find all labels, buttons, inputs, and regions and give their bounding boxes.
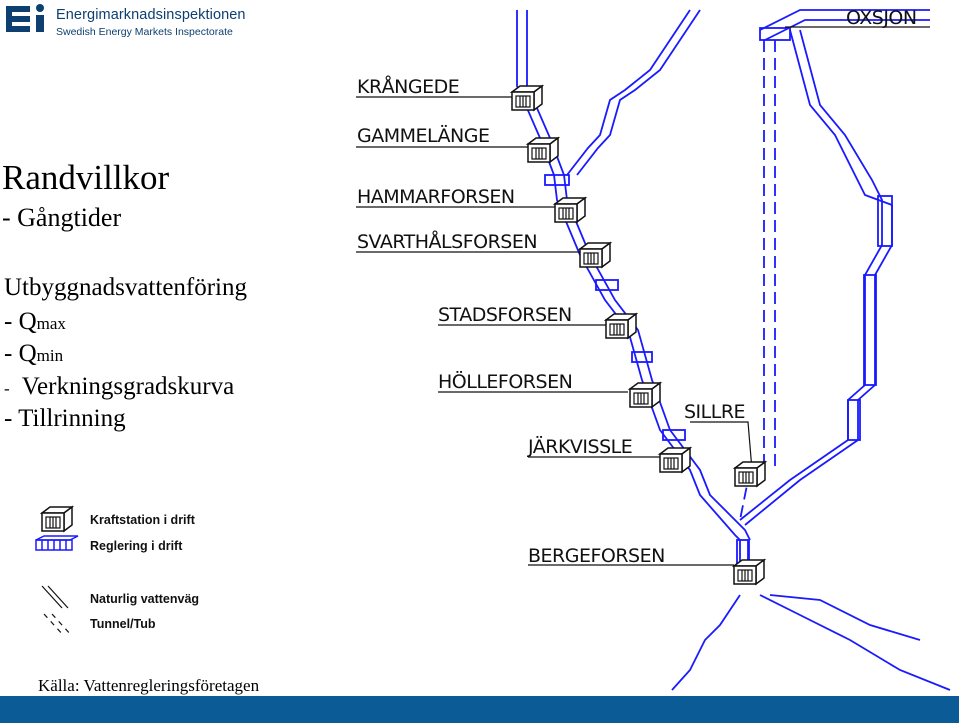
station-bergeforsen-icon: [733, 559, 765, 585]
label-stadsforsen: STADSFORSEN: [438, 304, 572, 326]
station-hammarforsen-icon: [554, 197, 586, 223]
label-krangede: KRÅNGEDE: [357, 75, 459, 98]
label-jarkvissle: JÄRKVISSLE: [527, 435, 632, 458]
footer-bar: [0, 696, 959, 723]
label-oxsjon: OXSJON: [846, 7, 917, 29]
conditions-head: Utbyggnadsvattenföring: [4, 274, 248, 301]
station-krangede-icon: [511, 85, 543, 111]
legend-power-station: Kraftstation i drift: [90, 513, 196, 527]
legend-tunnel: Tunnel/Tub: [90, 617, 156, 631]
station-sillre-icon: [734, 461, 766, 487]
logo-name: Energimarknadsinspektionen: [56, 7, 246, 23]
label-holleforsen: HÖLLEFORSEN: [438, 370, 572, 393]
legend: Kraftstation i drift Reglering i drift N…: [35, 506, 199, 637]
label-bergeforsen: BERGEFORSEN: [528, 545, 665, 567]
qmax-item: - Qmax: [4, 308, 66, 335]
source-note: Källa: Vattenregleringsföretagen: [38, 676, 260, 695]
label-svarthalsforsen: SVARTHÅLSFORSEN: [357, 230, 537, 253]
agency-logo: Energimarknadsinspektionen Swedish Energ…: [4, 2, 254, 42]
ei-logo-icon: [6, 4, 44, 32]
logo-subtitle: Swedish Energy Markets Inspectorate: [56, 26, 233, 38]
station-gammelange-icon: [527, 137, 559, 163]
qmin-item: - Qmin: [4, 340, 64, 367]
label-hammarforsen: HAMMARFORSEN: [357, 186, 515, 208]
legend-regulation: Reglering i drift: [90, 539, 183, 553]
legend-natural-waterway: Naturlig vattenväg: [90, 592, 199, 606]
legend-regulation-icon: [35, 535, 79, 551]
station-holleforsen-icon: [629, 382, 661, 408]
inflow-item: - Tillrinning: [4, 405, 126, 432]
legend-tunnel-icon: [43, 613, 73, 637]
label-gammelange: GAMMELÄNGE: [357, 124, 489, 147]
legend-station-icon: [41, 506, 73, 532]
slide-title: Randvillkor: [2, 158, 170, 197]
efficiency-item: - Verkningsgradskurva: [4, 373, 235, 400]
station-svarthalsforsen-icon: [579, 242, 611, 268]
slide-subtitle: - Gångtider: [2, 203, 122, 232]
station-jarkvissle-icon: [659, 447, 691, 473]
label-sillre: SILLRE: [684, 401, 745, 423]
legend-natural-waterway-icon: [41, 585, 69, 609]
station-stadsforsen-icon: [605, 313, 637, 339]
